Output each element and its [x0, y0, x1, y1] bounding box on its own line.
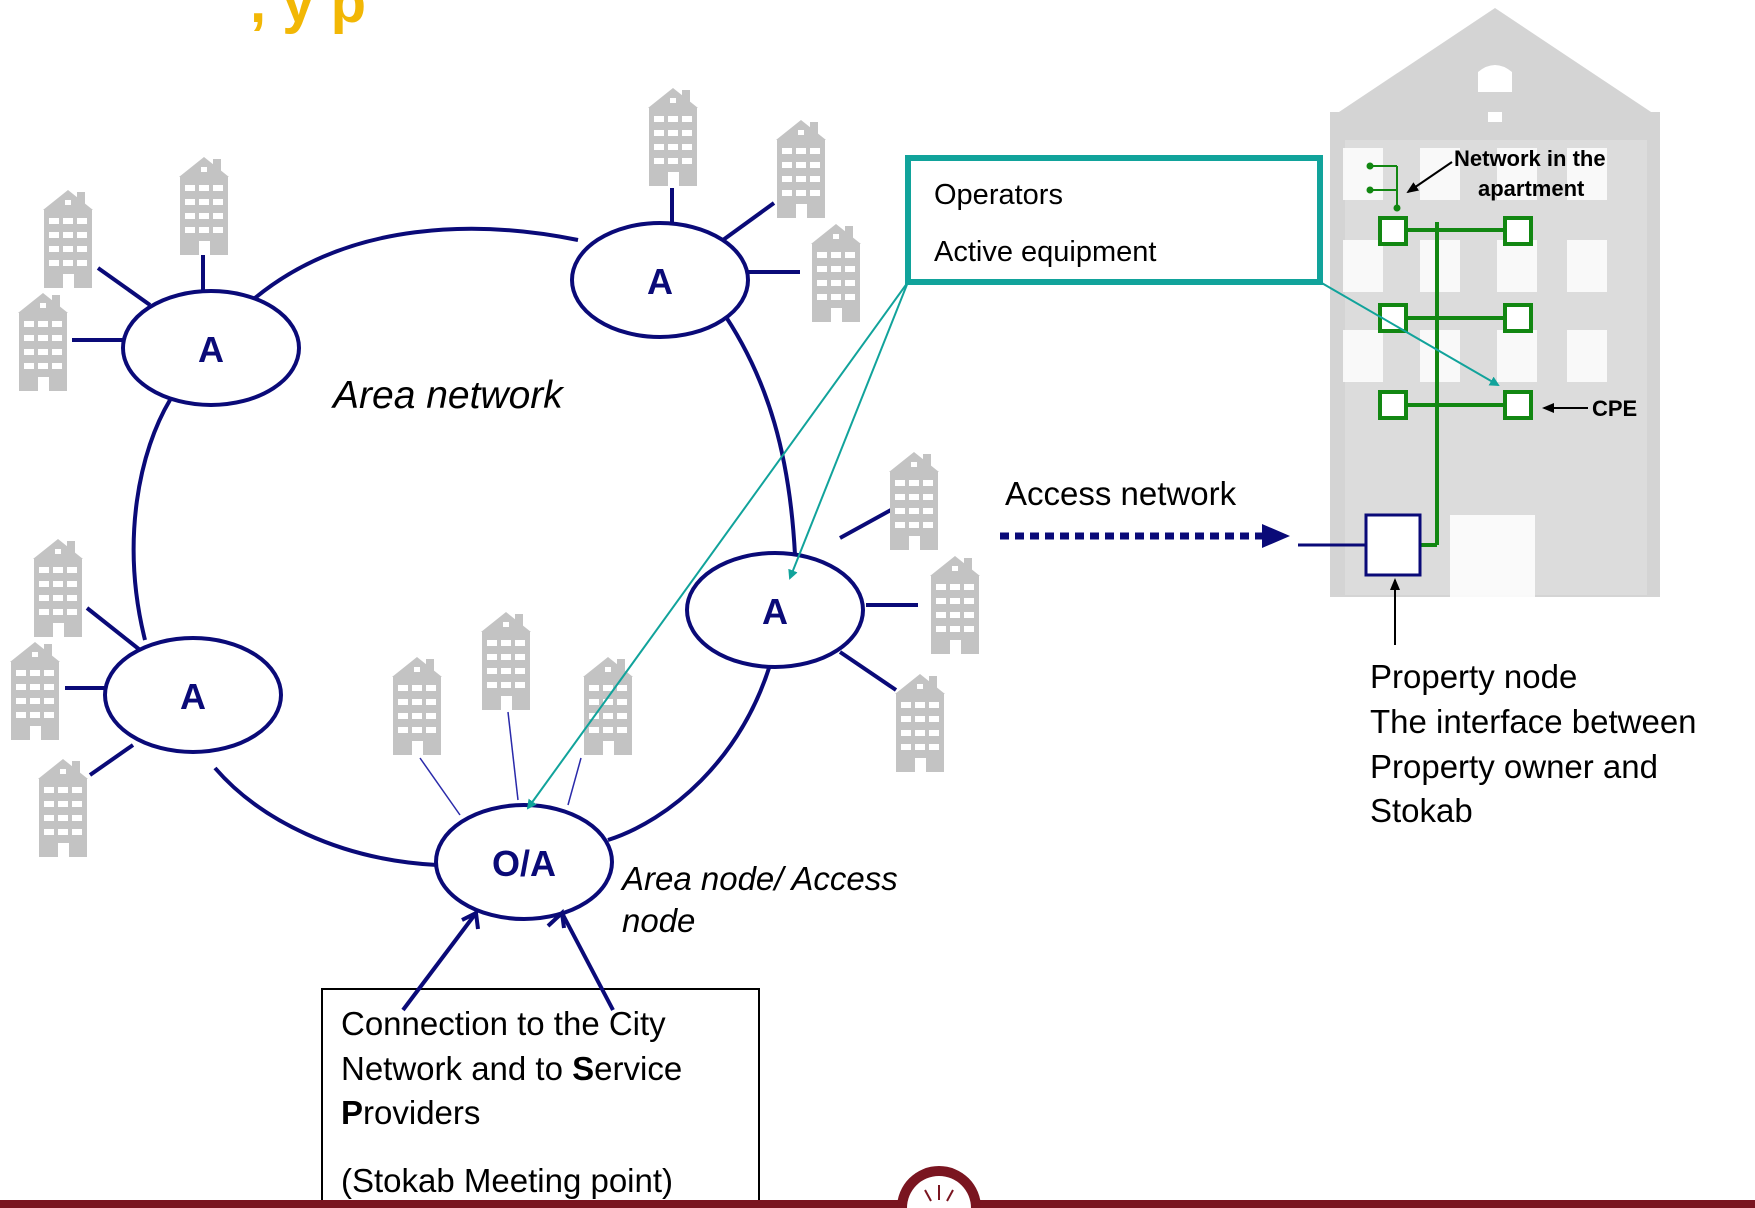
- area-network-ring: [131, 226, 797, 867]
- building-connections: [65, 188, 918, 777]
- apartment-pointer-arrow: [1406, 161, 1453, 194]
- svg-text:A: A: [647, 261, 673, 302]
- connection-label-2: Network and to Service: [341, 1050, 682, 1087]
- title-fragment: , y p: [250, 0, 366, 35]
- area-node-label-2: node: [622, 902, 695, 939]
- property-node-label-3: Property owner and: [1370, 748, 1658, 785]
- area-node-label-1: Area node/ Access: [620, 860, 898, 897]
- svg-text:A: A: [762, 591, 788, 632]
- oa-thin-connections: [419, 711, 582, 816]
- area-node-top-right: A: [570, 221, 750, 339]
- operators-label: Operators: [934, 179, 1063, 211]
- connection-arrows: [401, 908, 615, 1012]
- svg-text:O/A: O/A: [492, 843, 556, 884]
- apartment-network-label-2: apartment: [1478, 176, 1585, 201]
- property-node-label-1: Property node: [1370, 658, 1577, 695]
- area-node-right: A: [685, 551, 865, 669]
- connection-label-1: Connection to the City: [341, 1005, 666, 1042]
- property-node-label-4: Stokab: [1370, 792, 1473, 829]
- apartment-network-label-1: Network in the: [1454, 146, 1606, 171]
- access-network-label: Access network: [1005, 475, 1237, 512]
- area-node-left-top: A: [121, 289, 301, 407]
- operators-box: [905, 155, 1323, 285]
- access-node-oa: O/A: [434, 803, 614, 921]
- apartment-building-icon: [1330, 8, 1660, 597]
- area-node-left-bottom: A: [103, 636, 283, 754]
- active-equipment-label: Active equipment: [934, 236, 1156, 268]
- svg-text:A: A: [198, 329, 224, 370]
- svg-text:A: A: [180, 676, 206, 717]
- property-node-box: [1364, 513, 1422, 577]
- operators-arrows: [526, 281, 1500, 810]
- connection-label-4: (Stokab Meeting point): [341, 1162, 673, 1199]
- stokab-seal-logo: [897, 1166, 981, 1208]
- connection-box: [321, 988, 760, 1208]
- area-network-label: Area network: [331, 374, 565, 417]
- apartment-network: [1366, 162, 1533, 547]
- cpe-label: CPE: [1592, 396, 1637, 421]
- property-node-label-2: The interface between: [1370, 703, 1697, 740]
- footer-bar: [0, 1200, 1755, 1208]
- connection-label-3: Providers: [341, 1094, 480, 1131]
